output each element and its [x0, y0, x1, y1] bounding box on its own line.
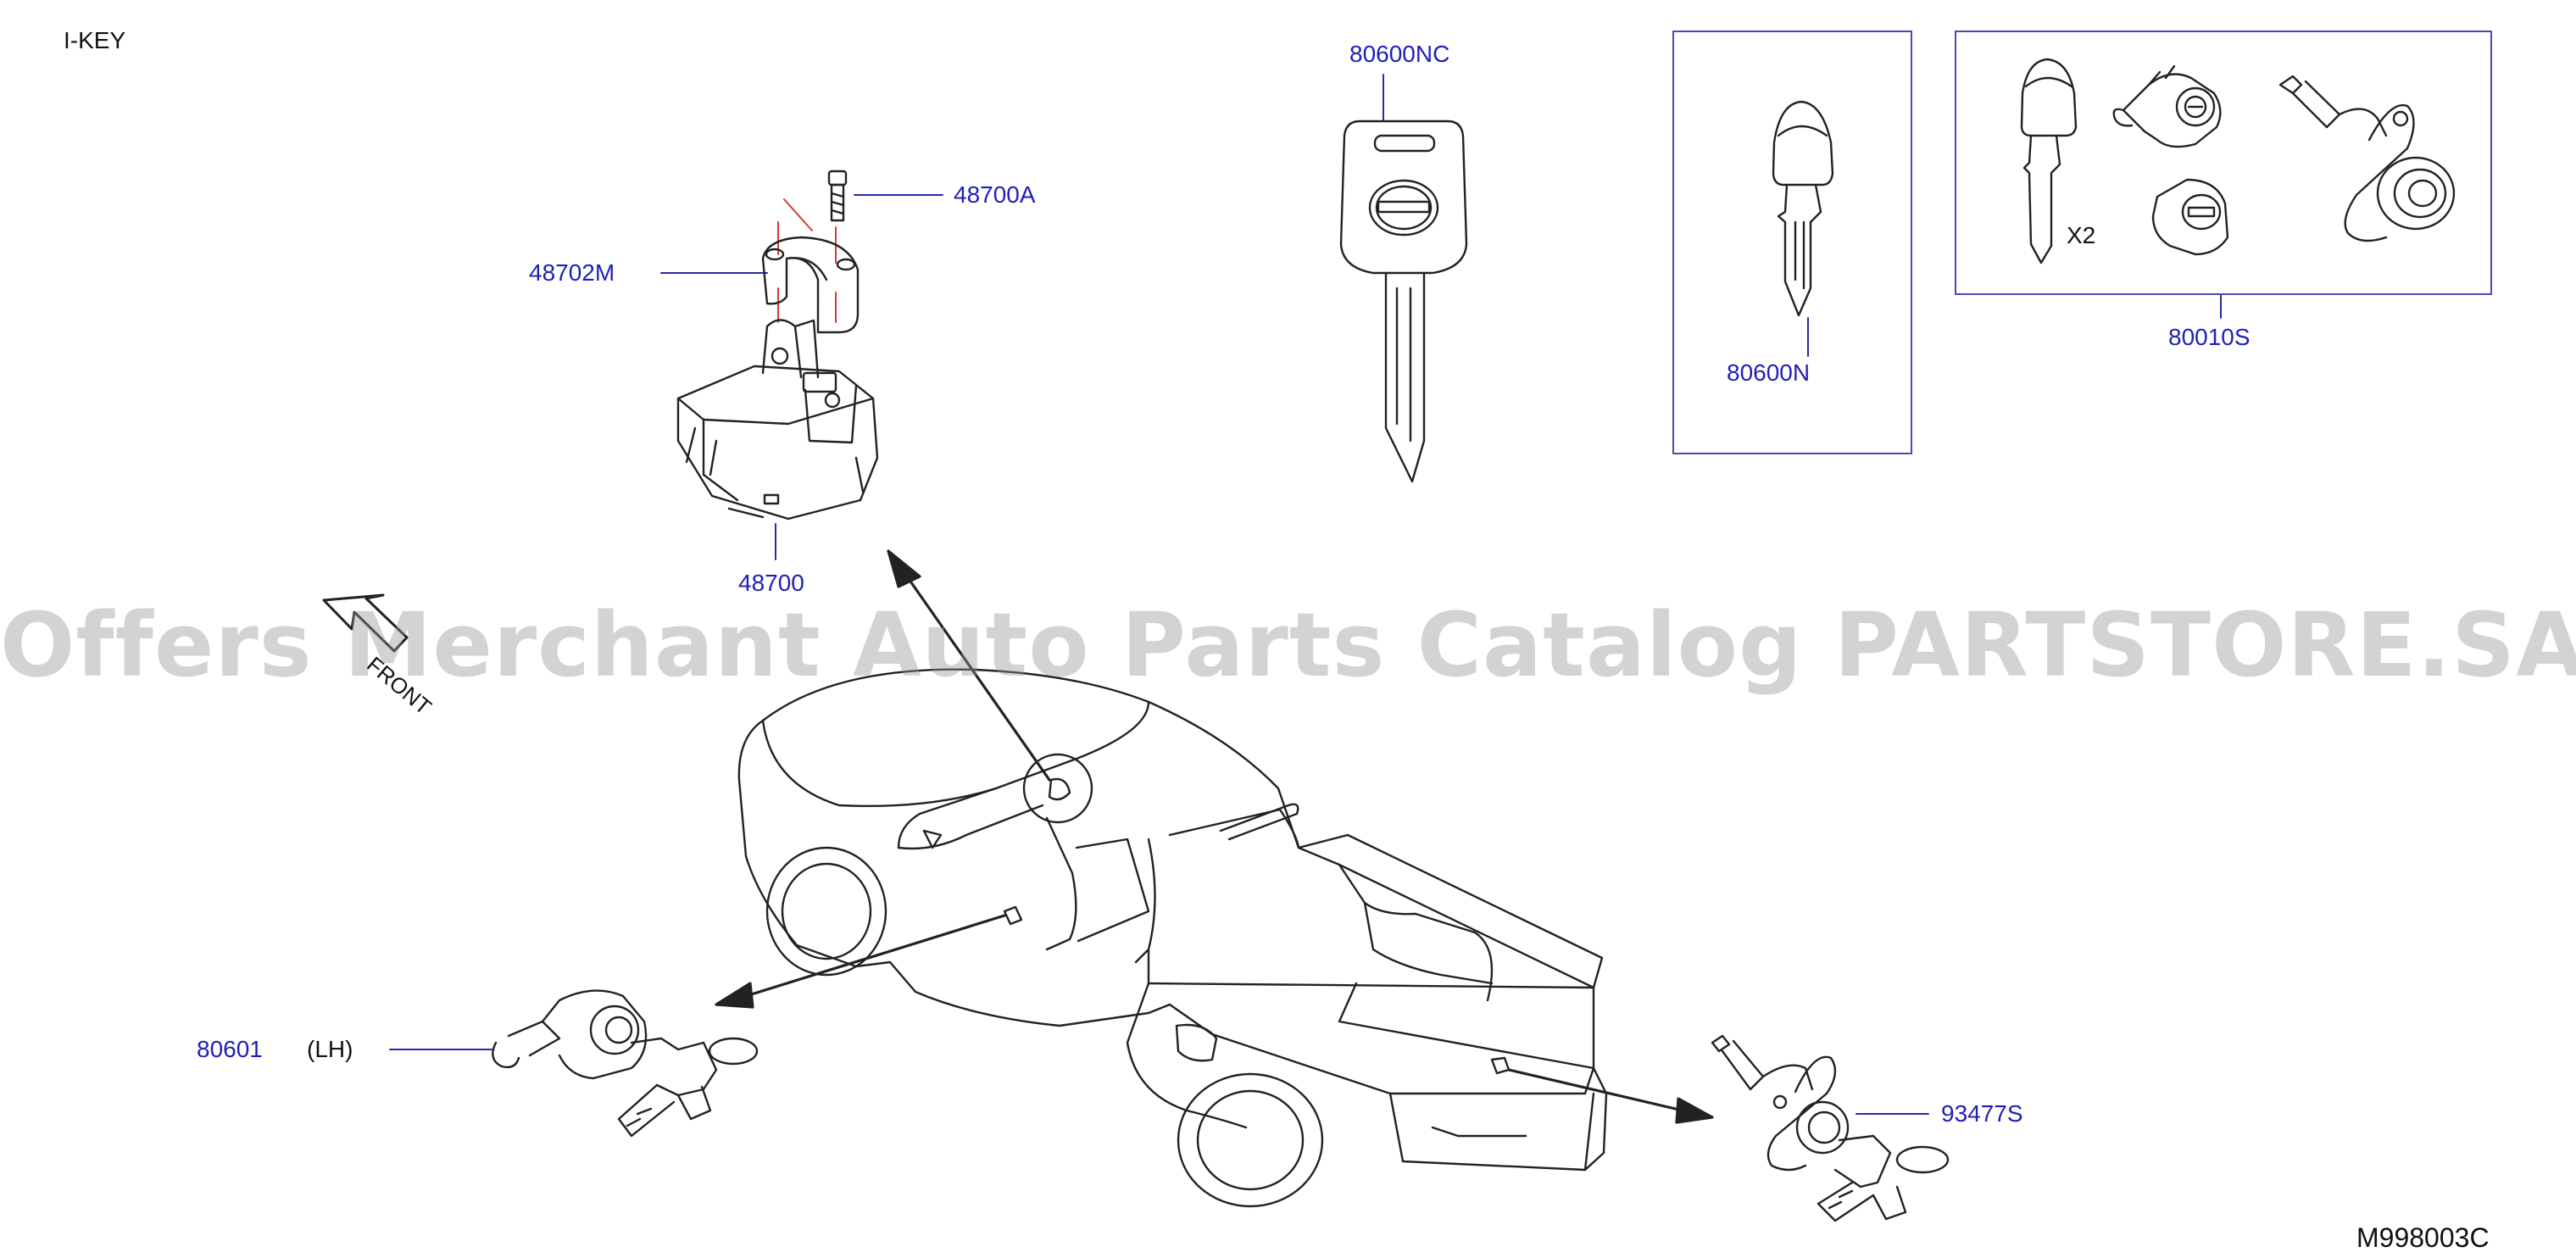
part-label-93477S[interactable]: 93477S — [1941, 1100, 2023, 1127]
pointer-arrows — [715, 549, 1714, 1124]
part-side-80601: (LH) — [307, 1036, 353, 1062]
truck-outline — [737, 668, 1608, 1208]
watermark: Offers Merchant Auto Parts Catalog PARTS… — [0, 593, 2576, 697]
diagram-code: M998003C — [2356, 1222, 2490, 1253]
part-note-80010S: X2 — [2067, 222, 2096, 248]
key-80600NC — [1339, 120, 1468, 483]
part-label-80010S[interactable]: 80010S — [2168, 324, 2251, 350]
keyset-80010S — [2020, 58, 2456, 264]
clamp-48702M — [761, 236, 860, 334]
part-label-80601[interactable]: 80601 — [197, 1036, 263, 1062]
lock-body-48700 — [676, 319, 879, 520]
frame-80010S — [1955, 31, 2492, 295]
part-label-80600NC[interactable]: 80600NC — [1349, 41, 1450, 67]
leader-lines — [389, 74, 2222, 1115]
part-label-48700[interactable]: 48700 — [738, 570, 804, 596]
key-80600N — [1772, 100, 1834, 317]
tailgate-lock-93477S — [1711, 1034, 1950, 1222]
front-arrow — [322, 593, 409, 653]
part-label-80600N[interactable]: 80600N — [1727, 359, 1811, 386]
part-label-48700A[interactable]: 48700A — [954, 181, 1036, 208]
steering-lock-assembly — [676, 170, 879, 520]
door-lock-80601 — [492, 989, 759, 1138]
bolt-48700A — [827, 170, 848, 222]
diagram-title: I-KEY — [64, 27, 126, 53]
part-label-48702M[interactable]: 48702M — [529, 259, 615, 286]
frame-80600N — [1672, 31, 1912, 454]
